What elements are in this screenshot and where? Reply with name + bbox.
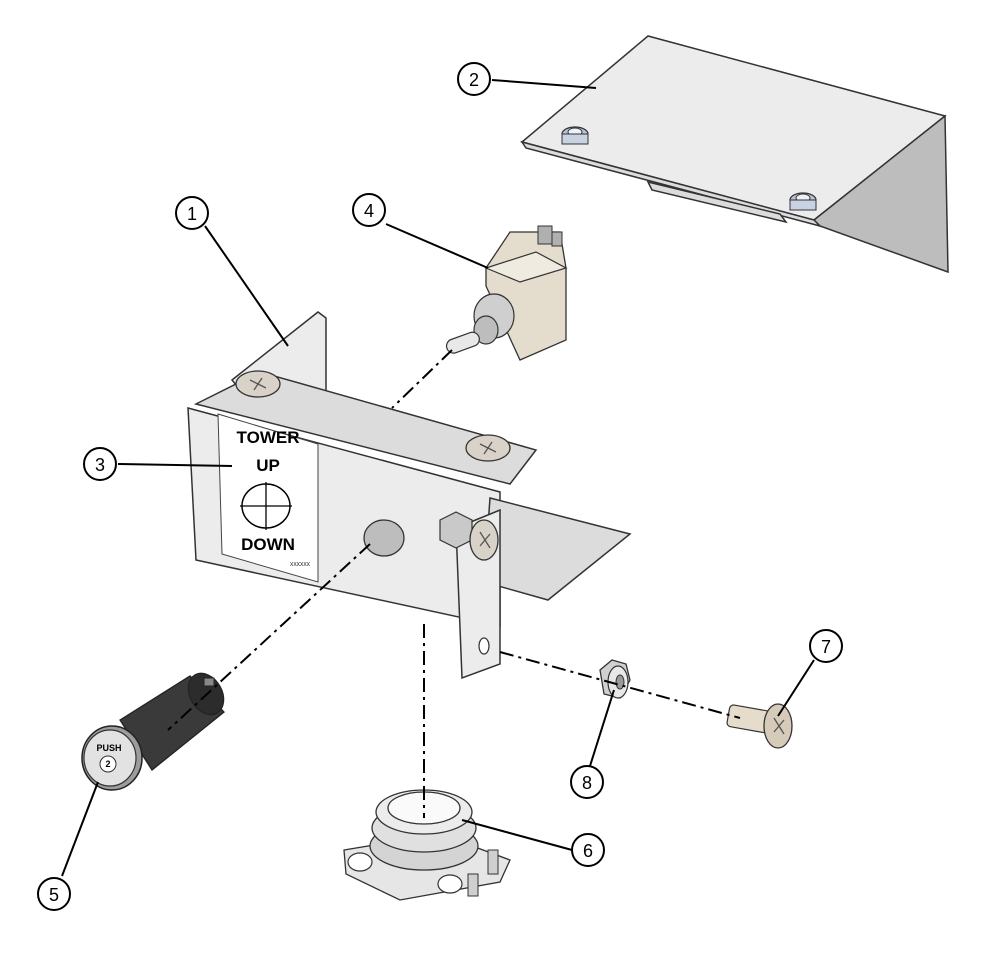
part-3-label: TOWER UP DOWN XXXXXX — [217, 413, 319, 583]
assembly-line-switch — [391, 349, 453, 409]
part-4-toggle-switch — [445, 225, 568, 361]
part-6-connector — [343, 789, 511, 901]
callout-5: 5 — [37, 877, 71, 911]
svg-text:7: 7 — [821, 637, 831, 657]
label-crosshair-icon — [240, 482, 292, 530]
assembly-lines — [167, 349, 741, 818]
bracket-side-screw — [439, 511, 499, 561]
svg-text:8: 8 — [582, 773, 592, 793]
callout-2: 2 — [457, 62, 491, 96]
svg-text:1: 1 — [187, 204, 197, 224]
bracket-screw-right — [465, 434, 511, 462]
callout-8: 8 — [570, 765, 604, 799]
pushbutton-label-number: 2 — [105, 759, 110, 769]
label-part-code: XXXXXX — [290, 562, 311, 568]
svg-text:4: 4 — [364, 201, 374, 221]
callout-3: 3 — [83, 447, 117, 481]
label-line-tower: TOWER — [237, 428, 300, 447]
callout-7: 7 — [809, 629, 843, 663]
pushbutton-label-push: PUSH — [96, 743, 121, 753]
callout-4: 4 — [352, 193, 386, 227]
svg-text:2: 2 — [469, 70, 479, 90]
part-8-nut — [599, 659, 631, 699]
cover-standoff-right — [789, 192, 817, 211]
cover-standoff-left — [561, 126, 589, 145]
part-7-screw — [726, 703, 793, 749]
leader-lines — [61, 79, 815, 877]
label-line-up: UP — [256, 456, 280, 475]
bracket-screw-left — [235, 370, 281, 398]
svg-text:5: 5 — [49, 885, 59, 905]
part-5-pushbutton: PUSH 2 — [81, 672, 225, 791]
svg-text:6: 6 — [583, 841, 593, 861]
callout-6: 6 — [571, 833, 605, 867]
part-2-cover-plate — [520, 35, 949, 274]
label-line-down: DOWN — [241, 535, 295, 554]
assembly-line-pushbutton — [167, 543, 371, 731]
callout-1: 1 — [175, 196, 209, 230]
svg-text:3: 3 — [95, 455, 105, 475]
